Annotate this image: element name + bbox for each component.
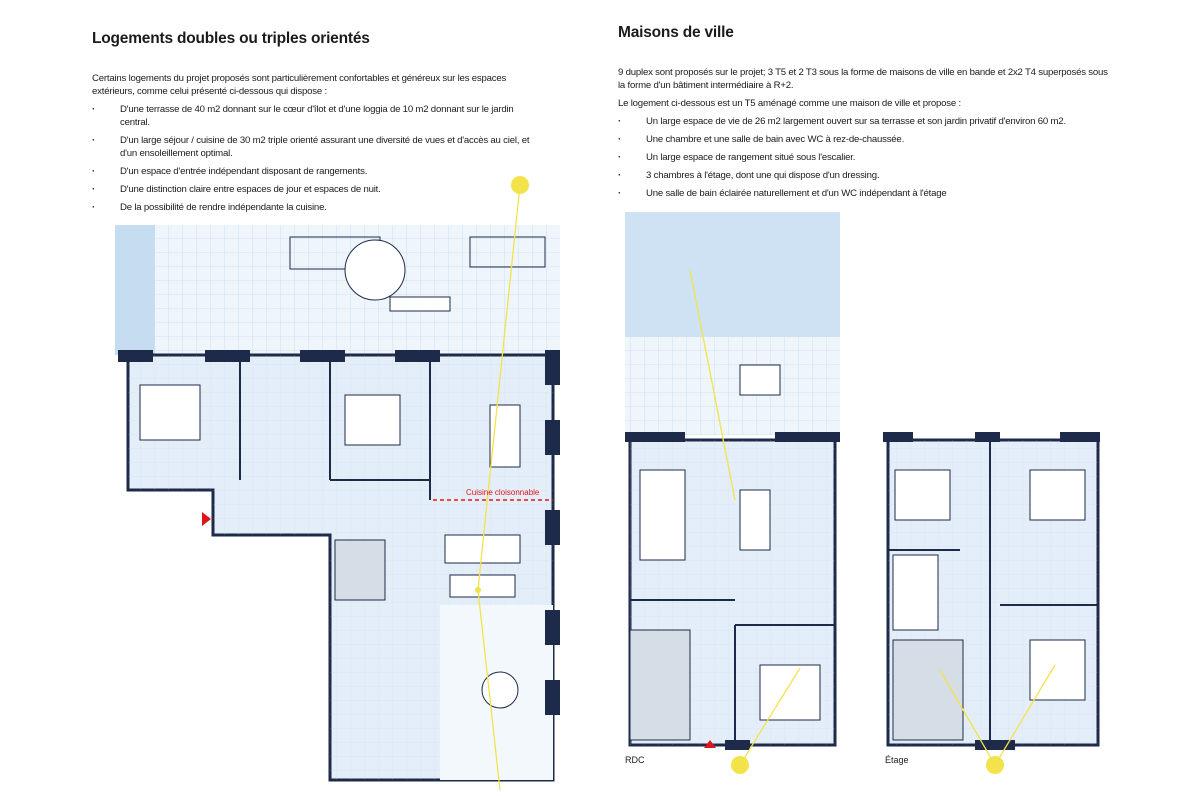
right-section-title: Maisons de ville xyxy=(618,24,734,41)
left-description: Certains logements du projet proposés so… xyxy=(92,72,532,219)
right-intro-2: Le logement ci-dessous est un T5 aménagé… xyxy=(618,98,961,109)
planting-area xyxy=(115,225,155,355)
list-item: D'une terrasse de 40 m2 donnant sur le c… xyxy=(92,103,532,129)
rdc-label: RDC xyxy=(625,755,645,765)
bed-icon xyxy=(1029,639,1086,701)
bed-icon xyxy=(344,394,401,446)
garden xyxy=(625,212,840,337)
bed-icon xyxy=(1029,469,1086,521)
townhouse-plan-rdc xyxy=(625,212,840,774)
bed-icon xyxy=(759,664,821,721)
planter xyxy=(469,236,546,268)
right-intro: 9 duplex sont proposés sur le projet; 3 … xyxy=(618,67,1108,91)
list-item: Un large espace de rangement situé sous … xyxy=(618,151,1108,164)
list-item: D'un large séjour / cuisine de 30 m2 tri… xyxy=(92,134,532,160)
bathroom xyxy=(629,629,691,741)
left-intro: Certains logements du projet proposés so… xyxy=(92,73,507,97)
dining-table-icon xyxy=(489,404,521,468)
list-item: D'un espace d'entrée indépendant disposa… xyxy=(92,165,532,178)
bathroom xyxy=(334,539,386,601)
staircase-icon xyxy=(892,554,939,631)
list-item: De la possibilité de rendre indépendante… xyxy=(92,201,532,214)
list-item: Une salle de bain éclairée naturellement… xyxy=(618,187,1108,200)
bathroom xyxy=(892,639,964,741)
list-item: 3 chambres à l'étage, dont une qui dispo… xyxy=(618,169,1108,182)
bed-icon xyxy=(894,469,951,521)
entry-arrow-icon xyxy=(202,512,211,526)
list-item: D'une distinction claire entre espaces d… xyxy=(92,183,532,196)
left-bullet-list: D'une terrasse de 40 m2 donnant sur le c… xyxy=(92,103,532,214)
table-icon xyxy=(739,364,781,396)
table-icon xyxy=(389,296,451,312)
apartment-plan xyxy=(115,176,560,791)
round-table-icon xyxy=(481,671,519,709)
kitchen-partition-label: Cuisine cloisonnable xyxy=(466,488,540,497)
list-item: Une chambre et une salle de bain avec WC… xyxy=(618,133,1108,146)
entry-arrow-icon xyxy=(704,740,716,748)
sun-icon xyxy=(986,756,1004,774)
parasol-icon xyxy=(344,239,406,301)
dining-table-icon xyxy=(739,489,771,551)
sun-icon xyxy=(731,756,749,774)
left-section-title: Logements doubles ou triples orientés xyxy=(92,30,370,47)
townhouse-plan-etage xyxy=(883,432,1100,774)
right-description: 9 duplex sont proposés sur le projet; 3 … xyxy=(618,66,1108,205)
bed-icon xyxy=(139,384,201,441)
list-item: Un large espace de vie de 26 m2 largemen… xyxy=(618,115,1108,128)
etage-label: Étage xyxy=(885,755,909,765)
coffee-table-icon xyxy=(449,574,516,598)
sun-icon xyxy=(511,176,529,194)
sofa-icon xyxy=(639,469,686,561)
right-bullet-list: Un large espace de vie de 26 m2 largemen… xyxy=(618,115,1108,200)
